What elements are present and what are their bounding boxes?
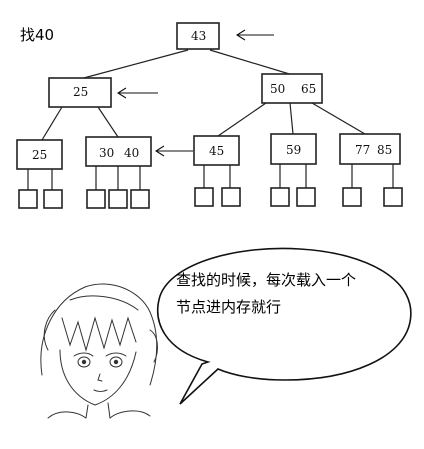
- left-arrow-icon: [116, 87, 158, 99]
- left-arrow-icon: [154, 145, 193, 157]
- edge-5065-59: [289, 102, 294, 135]
- edge-root-left: [79, 49, 189, 80]
- node-l2-e: [339, 133, 401, 165]
- node-l1-left-key: 25: [73, 85, 88, 99]
- leaf-box: [86, 189, 106, 209]
- edge-5065-45: [217, 102, 267, 137]
- node-l2-c: [193, 135, 240, 166]
- leaf-box: [270, 187, 290, 207]
- leaf-pointers: [27, 164, 394, 190]
- node-l2-c-key: 45: [209, 144, 224, 158]
- leaf-box: [43, 189, 63, 209]
- leaf-box: [18, 189, 38, 209]
- edge-root-right: [209, 49, 297, 77]
- node-l2-a: [16, 139, 63, 170]
- node-l2-b-key-a: 30: [99, 146, 114, 160]
- edge-25-3040: [97, 106, 119, 138]
- edge-5065-7785: [311, 102, 366, 135]
- node-l2-e-key-a: 77: [355, 143, 370, 157]
- node-root: [176, 22, 220, 50]
- node-l1-left: [48, 77, 112, 108]
- node-l2-e-key-b: 85: [377, 143, 392, 157]
- node-l2-b-key-b: 40: [124, 146, 139, 160]
- leaf-boxes: [18, 187, 403, 209]
- node-l2-d: [270, 133, 317, 165]
- edge-25-25: [41, 106, 63, 141]
- leaf-box: [108, 189, 128, 209]
- node-l1-right: [261, 73, 323, 104]
- node-l2-b: [85, 136, 152, 167]
- anime-boy-illustration: [40, 283, 158, 419]
- node-root-key: 43: [191, 29, 206, 43]
- bubble-line-2: 节点进内存就行: [176, 298, 281, 316]
- node-l1-right-key-a: 50: [270, 82, 285, 96]
- leaf-box: [296, 187, 316, 207]
- leaf-box: [130, 189, 150, 209]
- leaf-box: [383, 187, 403, 207]
- speech-bubble: [156, 247, 412, 405]
- node-l2-a-key: 25: [32, 148, 47, 162]
- diagram-title: 找40: [20, 26, 54, 44]
- node-l2-d-key: 59: [286, 143, 301, 157]
- leaf-box: [221, 187, 241, 207]
- left-arrow-icon: [235, 29, 274, 41]
- node-l1-right-key-b: 65: [301, 82, 316, 96]
- leaf-box: [342, 187, 362, 207]
- bubble-line-1: 查找的时候，每次载入一个: [176, 271, 356, 289]
- leaf-box: [194, 187, 214, 207]
